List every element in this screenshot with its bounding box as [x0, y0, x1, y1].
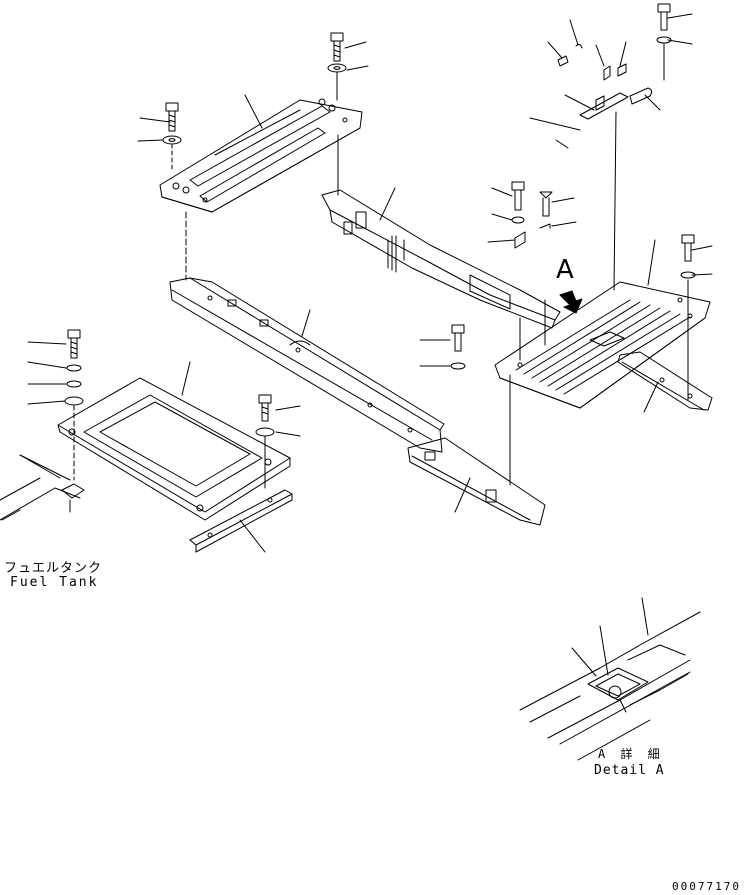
detail-a-label-jp: A 詳 細: [598, 747, 664, 761]
latch-assembly: [557, 43, 653, 291]
figure-code: 00077170: [672, 880, 741, 893]
detail-a-inset: [519, 597, 701, 761]
bolt-washer-set-7: [680, 234, 696, 401]
detail-a-label-en: Detail A: [594, 763, 665, 778]
view-a-label: A: [556, 255, 574, 285]
view-a-arrow-icon: [559, 290, 583, 314]
bolt-washer-set-1: [162, 102, 182, 171]
fuel-tank-corner: [0, 454, 85, 521]
lower-right-rail: [407, 374, 546, 526]
leader-lines: [1, 13, 713, 553]
fuel-tank-label-jp: フュエルタンク: [4, 561, 103, 576]
bolt-washer-set-3: [64, 329, 84, 481]
deck-support-rail: [617, 351, 713, 411]
lower-mounting-strip: [189, 489, 293, 553]
tank-cover-panel: [57, 377, 291, 521]
bolt-washer-set-4: [255, 394, 275, 489]
long-cross-rail: [169, 277, 445, 453]
right-grated-deck: [494, 281, 711, 409]
fuel-tank-label-en: Fuel Tank: [10, 575, 99, 590]
angled-channel-bracket: [321, 134, 561, 329]
bolt-washer-set-8: [656, 3, 672, 81]
bolt-washer-set-5: [450, 324, 466, 370]
bolt-washer-set-2: [327, 32, 347, 101]
upper-left-bracket-plate: [159, 98, 363, 213]
bolt-washer-set-6: [511, 181, 553, 249]
